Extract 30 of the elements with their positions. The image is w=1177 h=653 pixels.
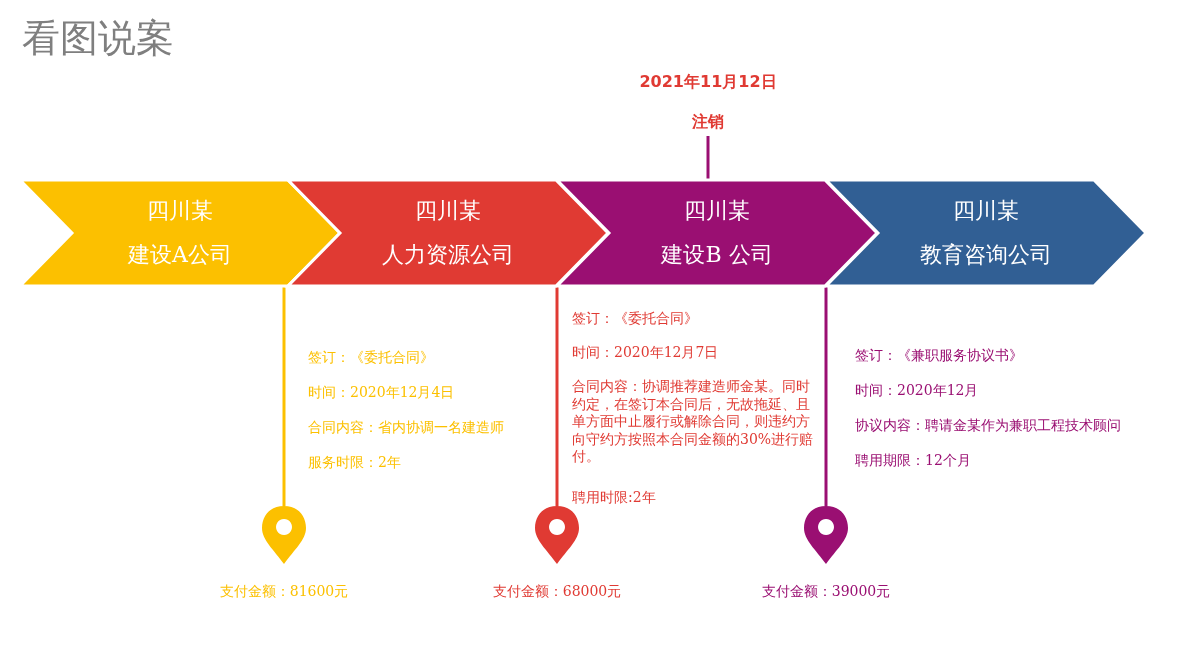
company-name: 四川某: [683, 198, 751, 224]
contract-note: 聘用时限:2年: [572, 489, 656, 507]
contract-note: 合同内容：省内协调一名建造师: [308, 419, 504, 437]
contract-note: 合同内容：协调推荐建造师金某。同时约定，在签订本合同后，无故拖延、且单方面中止履行或解除合同，则违约方向守约方按照本合同金额的30%进行赔付。: [572, 378, 815, 466]
contract-note: 时间：2020年12月7日: [572, 344, 719, 362]
contract-note: 服务时限：2年: [308, 454, 401, 472]
date-note: 注销: [691, 111, 725, 133]
company-name: 四川某: [952, 198, 1020, 224]
contract-note: 时间：2020年12月: [855, 382, 979, 400]
contract-note: 聘用期限：12个月: [855, 452, 971, 470]
contract-note: 签订：《委托合同》: [572, 310, 698, 328]
payment-amount: 支付金额：39000元: [760, 582, 892, 600]
contract-note: 签订：《兼职服务协议书》: [855, 347, 1023, 365]
date-note: 2021年11月12日: [638, 71, 778, 93]
contract-note: 签订：《委托合同》: [308, 349, 434, 367]
company-name: 建设A公司: [127, 242, 233, 268]
company-name: 人力资源公司: [381, 242, 515, 268]
page-title: 看图说案: [22, 15, 174, 62]
contract-note: 时间：2020年12月4日: [308, 384, 455, 402]
company-name: 四川某: [414, 198, 482, 224]
connector-line: [282, 286, 286, 506]
payment-amount: 支付金额：81600元: [218, 582, 350, 600]
company-name: 建设B 公司: [660, 242, 774, 268]
payment-amount: 支付金额：68000元: [491, 582, 623, 600]
connector-line: [706, 136, 710, 180]
connector-line: [555, 286, 559, 506]
company-name: 教育咨询公司: [919, 242, 1053, 268]
company-name: 四川某: [146, 198, 214, 224]
contract-note: 协议内容：聘请金某作为兼职工程技术顾问: [855, 417, 1121, 435]
connector-line: [824, 286, 828, 506]
